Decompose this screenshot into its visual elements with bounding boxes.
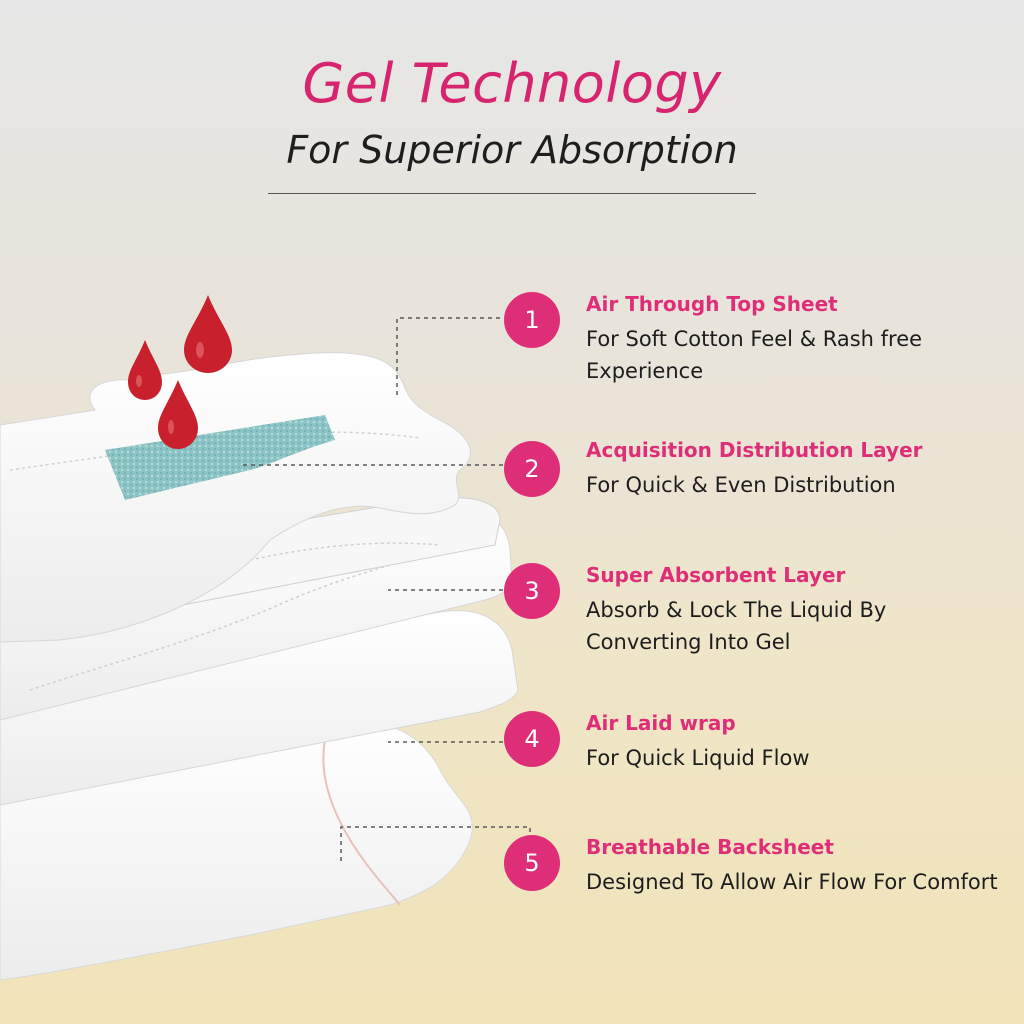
drop-icon: [158, 380, 198, 449]
leader-line-5: [340, 826, 531, 862]
feature-title: Super Absorbent Layer: [586, 563, 846, 587]
feature-number-badge: 1: [504, 292, 560, 348]
feature-title: Acquisition Distribution Layer: [586, 438, 923, 462]
air-laid-wrap-layer: [0, 610, 519, 806]
feature-description: For Quick Liquid Flow: [586, 746, 810, 770]
gel-strip: [105, 415, 335, 500]
feature-title: Air Through Top Sheet: [586, 292, 838, 316]
feature-title: Breathable Backsheet: [586, 835, 834, 859]
feature-2: 2 Acquisition Distribution Layer For Qui…: [504, 438, 1004, 548]
feature-1: 1 Air Through Top Sheet For Soft Cotton …: [504, 292, 1004, 402]
backsheet-layer: [0, 719, 473, 981]
feature-description: For Quick & Even Distribution: [586, 473, 896, 497]
drop-icon: [184, 295, 232, 373]
leader-line-1: [396, 317, 500, 398]
feature-3: 3 Super Absorbent Layer Absorb & Lock Th…: [504, 563, 1004, 673]
feature-number-badge: 3: [504, 563, 560, 619]
feature-number-badge: 2: [504, 441, 560, 497]
feature-4: 4 Air Laid wrap For Quick Liquid Flow: [504, 711, 1004, 821]
page-title: Gel Technology: [302, 52, 722, 115]
feature-5: 5 Breathable Backsheet Designed To Allow…: [504, 835, 1004, 945]
page-subtitle: For Superior Absorption: [286, 128, 738, 172]
title-divider: [268, 193, 756, 194]
feature-description: Absorb & Lock The Liquid By Converting I…: [586, 598, 887, 654]
feature-title: Air Laid wrap: [586, 711, 736, 735]
feature-number-badge: 5: [504, 835, 560, 891]
feature-description: For Soft Cotton Feel & Rash free Experie…: [586, 327, 923, 383]
feature-description: Designed To Allow Air Flow For Comfort: [586, 870, 998, 894]
drop-icon: [128, 340, 162, 400]
feature-number-badge: 4: [504, 711, 560, 767]
